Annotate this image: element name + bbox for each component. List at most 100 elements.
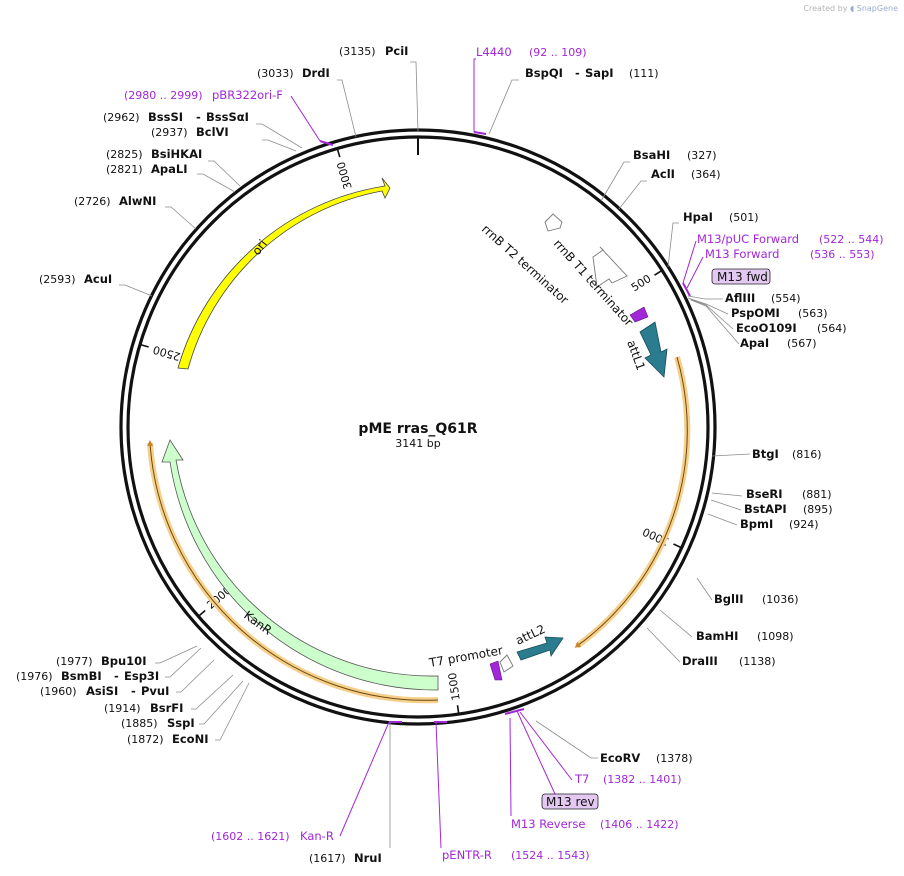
site-pos-afliii: (554) [771,292,801,305]
scale-tick-1000 [673,543,682,549]
brand-name: SnapGene [856,4,898,13]
site-pos-draiii: (1138) [739,655,776,668]
site-sep-bsssi: - [196,110,201,124]
site-pos-hpai: (501) [729,211,759,224]
site-name-hpai[interactable]: HpaI [683,210,713,224]
site-name-alwni[interactable]: AlwNI [119,194,156,208]
pointer-lines [119,61,751,848]
site-name-bpmi[interactable]: BpmI [740,517,773,531]
site-name2-asisi[interactable]: PvuI [141,684,169,698]
primer-name-m13-forward[interactable]: M13 Forward [705,247,779,261]
site-name-sspi[interactable]: SspI [167,716,195,730]
site-pos-sspi: (1885) [121,717,158,730]
site-name-apali[interactable]: ApaLI [151,162,188,176]
site-name-bsmbi[interactable]: BsmBI [61,669,102,683]
site-name-acui[interactable]: AcuI [84,272,112,286]
site-name-draiii[interactable]: DraIII [682,654,718,668]
site-pos-ecorv: (1378) [656,752,693,765]
site-name-pcii[interactable]: PciI [385,44,408,58]
orf-highlight-right [575,356,691,649]
primer-pointer-lines [290,58,704,849]
site-name-asisi[interactable]: AsiSI [86,684,118,698]
site-name-bsahi[interactable]: BsaHI [633,148,670,162]
primer-name-pbr322ori-f[interactable]: pBR322ori-F [212,88,283,102]
site-name-bseri[interactable]: BseRI [746,487,783,501]
primer-range-m13-forward: (536 .. 553) [810,248,875,261]
primer-range-m13-reverse: (1406 .. 1422) [600,818,679,831]
primer-range-l4440: (92 .. 109) [529,46,587,59]
site-name-bsssi[interactable]: BssSI [148,110,183,124]
attl2-feature-arrow[interactable] [516,636,564,661]
site-name-bclvi[interactable]: BclVI [196,125,229,139]
site-pos-alwni: (2726) [74,195,111,208]
primer-name-m13-reverse[interactable]: M13 Reverse [511,817,585,831]
pbr322ori-f-ring-mark [319,140,334,146]
site-name-apai[interactable]: ApaI [740,336,769,350]
primer-name-kan-r[interactable]: Kan-R [300,829,334,843]
m13-reverse-ring-mark [504,708,525,715]
site-pos-econi: (1872) [127,733,164,746]
site-name-bspqi[interactable]: BspQI [525,66,563,80]
primer-range-pbr322ori-f: (2980 .. 2999) [124,89,203,102]
site-name-drdi[interactable]: DrdI [302,66,330,80]
plasmid-name: pME rras_Q61R [358,421,477,437]
created-by-text: Created by [803,4,848,13]
site-sep-bsmbi: - [114,669,119,683]
site-name-bamhi[interactable]: BamHI [696,629,738,643]
scale-tick-3000 [336,149,341,158]
primer-range-m13-puc-forward: (522 .. 544) [819,233,884,246]
site-name-nrui[interactable]: NruI [354,851,382,865]
site-pos-btgi: (816) [792,448,822,461]
primer-range-t7: (1382 .. 1401) [603,773,682,786]
attl1-feature-arrow[interactable] [639,321,668,378]
primer-ring-marks [319,131,691,723]
site-name-bstapi[interactable]: BstAPI [744,502,787,516]
primer-name-pentr-r[interactable]: pENTR-R [442,848,492,862]
m13-forward-ring-mark [682,282,691,297]
scale-tick-label-500: 500 [629,272,654,294]
site-pos-bsrfi: (1914) [104,702,141,715]
ori-feature-arrow[interactable] [177,177,391,370]
site-pos-bsihkai: (2825) [106,148,143,161]
scale-tick-label-1500: 1500 [446,672,463,702]
site-pos-nrui: (1617) [309,852,346,865]
primer-name-t7[interactable]: T7 [574,772,589,786]
site-name-bglii[interactable]: BglII [714,592,744,606]
scale-tick-500 [654,270,662,276]
site-name-pspomi[interactable]: PspOMI [731,306,780,320]
site-name2-bsmbi[interactable]: Esp3I [124,669,159,683]
site-pos-acli: (364) [691,168,721,181]
primer-name-l4440[interactable]: L4440 [476,45,512,59]
site-name-econi[interactable]: EcoNI [172,732,208,746]
kanr-feature-arrow[interactable] [161,439,439,691]
m13-fwd-box-label: M13 fwd [717,270,768,284]
scale-tick-2500 [140,343,149,348]
site-name-bpu10i[interactable]: Bpu10I [101,654,146,668]
site-pos-bglii: (1036) [762,593,799,606]
m13-rev-primer-mark[interactable] [489,660,503,681]
site-pos-apali: (2821) [106,163,143,176]
m13-fwd-primer-mark[interactable] [629,306,649,323]
site-pos-drdi: (3033) [257,67,294,80]
site-name-acli[interactable]: AclI [651,167,675,181]
primer-range-kan-r: (1602 .. 1621) [211,830,290,843]
site-pos-bsahi: (327) [687,149,717,162]
m13-fwd-box[interactable] [711,268,771,285]
site-name-bsrfi[interactable]: BsrFI [150,701,183,715]
m13-rev-box-label: M13 rev [546,795,595,809]
site-pos-bspqi: (111) [629,67,659,80]
site-name-btgi[interactable]: BtgI [752,447,779,461]
rrnb-t1-arrow[interactable] [592,246,628,288]
snapgene-logo-icon: ◖ [849,4,855,13]
site-name2-bspqi[interactable]: SapI [585,66,614,80]
site-name-ecoo109i[interactable]: EcoO109I [736,321,797,335]
primer-name-m13-puc-forward[interactable]: M13/pUC Forward [697,232,799,246]
m13-rev-box[interactable] [541,793,599,810]
scale-tick-label-2500: 2500 [151,343,182,363]
site-name-bsihkai[interactable]: BsiHKAI [151,147,202,161]
site-name2-bsssi[interactable]: BssSαI [206,110,249,124]
rrnb-t2-arrow[interactable] [544,213,563,232]
t7-promoter-arrow[interactable] [499,654,514,673]
site-name-ecorv[interactable]: EcoRV [600,751,640,765]
site-name-afliii[interactable]: AflIII [725,291,755,305]
